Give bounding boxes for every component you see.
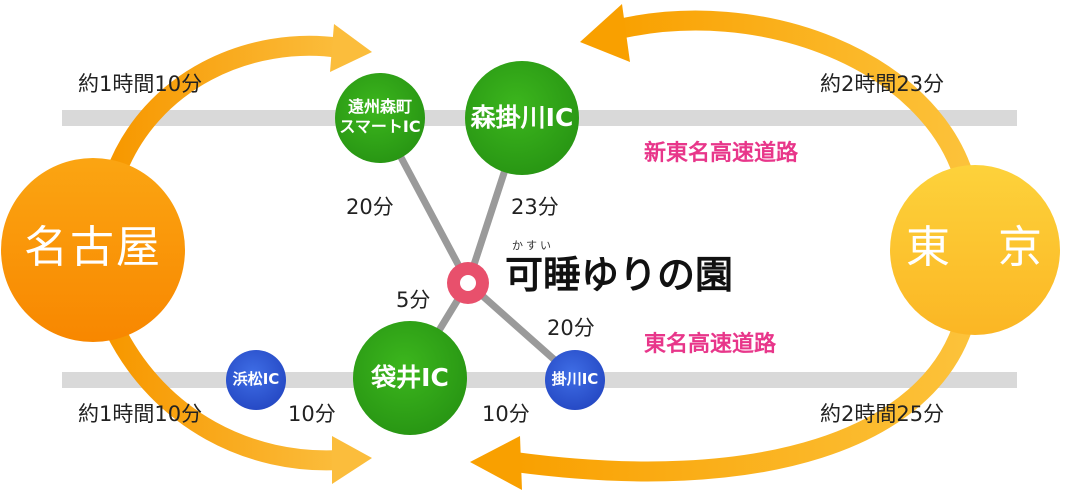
tomei-highway-label: 東名高速道路 <box>644 332 777 357</box>
enshu-morimachi-ic-label-line2: スマートIC <box>339 117 421 136</box>
time-fukuroi-to-kakegawa: 10分 <box>482 402 530 426</box>
hamamatsu-ic-label: 浜松IC <box>232 370 280 388</box>
time-fukuroi-to-destination: 5分 <box>396 288 431 312</box>
time-morikakegawa-to-destination: 23分 <box>511 195 559 219</box>
enshu-morimachi-ic-label-line1: 遠州森町 <box>347 97 412 116</box>
tokyo-circle <box>890 165 1060 335</box>
enshu-morimachi-ic-circle <box>335 73 425 163</box>
destination-ruby: かすい <box>512 239 554 252</box>
curved-arrow-icon-nagoya-lower <box>105 320 350 471</box>
arrowhead-nagoya-lower <box>332 436 372 484</box>
tomei-highway-line <box>62 372 1017 388</box>
destination-name: 可睡ゆりの園 <box>505 252 734 297</box>
nagoya-label: 名古屋 <box>24 222 162 273</box>
morikakegawa-ic-label: 森掛川IC <box>470 103 574 132</box>
kakegawa-ic-label: 掛川IC <box>551 370 599 388</box>
morikakegawa-ic-circle <box>465 61 579 175</box>
arrowhead-tokyo-lower <box>470 436 522 490</box>
enshu-morimachi-ic-label: 遠州森町 スマートIC <box>335 97 425 137</box>
kakegawa-ic-circle <box>545 350 605 410</box>
curved-arrow-icon-nagoya-upper <box>105 35 350 185</box>
time-tokyo-upper: 約2時間23分 <box>820 72 945 96</box>
hamamatsu-ic-circle <box>226 350 286 410</box>
time-kakegawa-to-destination: 20分 <box>547 316 595 340</box>
arrowhead-tokyo-upper <box>580 4 630 62</box>
nagoya-circle <box>1 158 185 342</box>
shin-tomei-highway-label: 新東名高速道路 <box>644 141 799 166</box>
fukuroi-ic-circle <box>353 321 467 435</box>
curved-arrow-icon-tokyo-upper <box>605 10 975 190</box>
time-nagoya-lower: 約1時間10分 <box>78 402 203 426</box>
tokyo-label: 東 京 <box>906 222 1044 273</box>
arrowhead-nagoya-upper <box>330 24 372 72</box>
fukuroi-ic-label: 袋井IC <box>371 363 449 392</box>
ring-marker-icon-center <box>460 275 476 291</box>
time-hamamatsu-to-fukuroi: 10分 <box>288 402 336 426</box>
time-nagoya-upper: 約1時間10分 <box>78 72 203 96</box>
time-enshu-to-destination: 20分 <box>346 195 394 219</box>
curved-arrow-icon-tokyo-lower <box>505 310 975 482</box>
time-tokyo-lower: 約2時間25分 <box>820 402 945 426</box>
